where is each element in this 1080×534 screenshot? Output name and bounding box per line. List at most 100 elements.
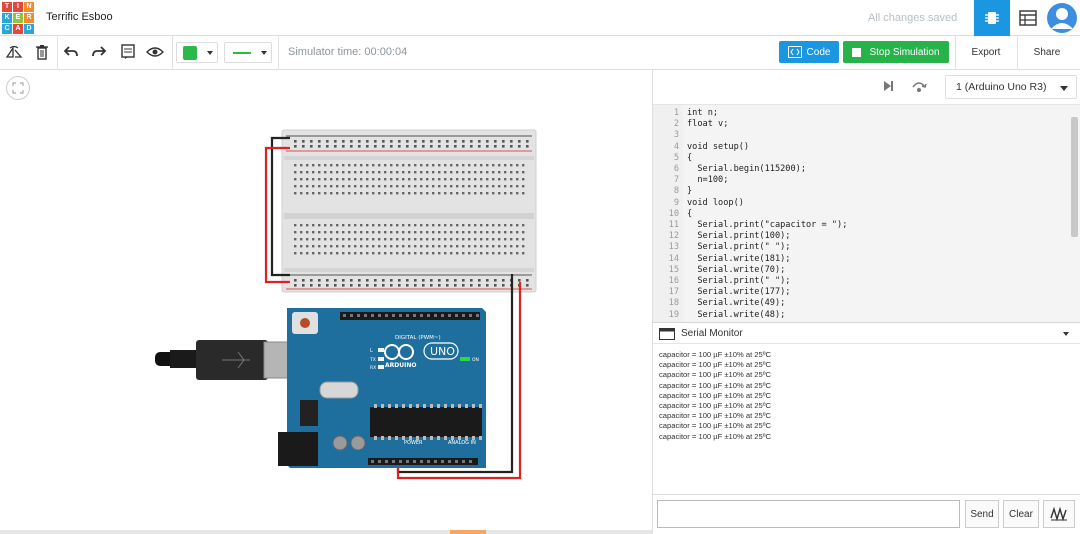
breadboard-hole (306, 171, 309, 174)
breadboard-hole (438, 192, 441, 195)
clear-button[interactable]: Clear (1003, 500, 1039, 528)
breadboard-hole (408, 178, 411, 181)
step-over-button[interactable] (911, 79, 927, 98)
schematic-list-view-button[interactable] (1010, 0, 1046, 36)
breadboard-hole (324, 231, 327, 234)
scrollbar-thumb[interactable] (450, 530, 486, 534)
line-text: int n; (687, 108, 719, 118)
line-number: 6 (673, 164, 679, 174)
breadboard-hole (426, 224, 429, 227)
delete-button[interactable] (33, 43, 51, 61)
breadboard-hole (432, 185, 435, 188)
redo-button[interactable] (90, 43, 108, 61)
rail-hole (478, 140, 481, 143)
breadboard-hole (330, 185, 333, 188)
toggle-notes-visibility-button[interactable] (146, 43, 164, 61)
breadboard-hole (378, 245, 381, 248)
send-button[interactable]: Send (965, 500, 999, 528)
editor-scrollbar[interactable] (1071, 117, 1078, 237)
breadboard-hole (354, 238, 357, 241)
breadboard-hole (360, 224, 363, 227)
chevron-down-icon[interactable] (1063, 332, 1069, 336)
chip-pin (444, 404, 447, 408)
code-line: 12 Serial.print(100); (653, 231, 1063, 242)
breadboard-hole (420, 245, 423, 248)
serial-output-line: capacitor = 100 µF ±10% at 25ºC (659, 390, 771, 400)
graph-toggle-button[interactable] (1043, 500, 1075, 528)
breadboard-hole (396, 164, 399, 167)
rail-hole (494, 279, 497, 282)
color-picker[interactable] (176, 42, 218, 63)
breadboard-hole (516, 231, 519, 234)
chip-pin (472, 404, 475, 408)
rail-hole (478, 284, 481, 287)
breadboard-hole (372, 192, 375, 195)
breadboard-hole (354, 164, 357, 167)
undo-button[interactable] (62, 43, 80, 61)
notes-icon (121, 44, 135, 59)
serial-monitor-header[interactable]: Serial Monitor (653, 322, 1080, 344)
share-button[interactable]: Share (1033, 46, 1061, 58)
device-select[interactable]: 1 (Arduino Uno R3) (945, 75, 1077, 99)
logo-letter: D (24, 24, 34, 34)
breadboard-hole (438, 231, 441, 234)
rail-hole (382, 279, 385, 282)
serial-output-line: capacitor = 100 µF ±10% at 25ºC (659, 350, 771, 359)
breadboard-hole (384, 238, 387, 241)
breadboard-hole (480, 171, 483, 174)
breadboard-hole (480, 231, 483, 234)
code-line: 8} (653, 186, 1063, 197)
breadboard-hole (378, 164, 381, 167)
breadboard-hole (450, 178, 453, 181)
breadboard-hole (342, 238, 345, 241)
rail-hole (310, 145, 313, 148)
waveform-icon (1050, 506, 1067, 522)
breadboard-hole (462, 238, 465, 241)
rail-hole (414, 284, 417, 287)
breadboard-hole (336, 252, 339, 255)
breadboard-hole (492, 164, 495, 167)
breadboard-hole (504, 178, 507, 181)
project-title[interactable]: Terrific Esboo (46, 11, 113, 23)
rail-hole (438, 140, 441, 143)
user-avatar[interactable] (1044, 0, 1080, 36)
step-button[interactable] (881, 79, 895, 98)
breadboard-hole (450, 164, 453, 167)
rail-hole (334, 284, 337, 287)
serial-input[interactable] (657, 500, 960, 528)
export-button[interactable]: Export (971, 46, 1001, 58)
uno-label: UNO (430, 345, 455, 358)
breadboard-hole (330, 224, 333, 227)
stop-simulation-button[interactable]: Stop Simulation (843, 41, 949, 63)
breadboard-hole (348, 252, 351, 255)
header-pin (434, 314, 437, 317)
breadboard[interactable] (281, 129, 537, 293)
rail-hole (326, 145, 329, 148)
rail-hole (526, 284, 529, 287)
breadboard-hole (468, 185, 471, 188)
device-select-value: 1 (Arduino Uno R3) (956, 81, 1047, 93)
notes-button[interactable] (119, 43, 137, 61)
code-line: 7 n=100; (653, 175, 1063, 186)
wire-type-picker[interactable] (224, 42, 272, 63)
rail-hole (422, 140, 425, 143)
breadboard-hole (384, 231, 387, 234)
zoom-to-fit-button[interactable] (6, 76, 30, 100)
circuit-canvas[interactable]: DIGITAL (PWM~) L TX RX ARDUINO UNO ON PO… (0, 70, 652, 530)
rotate-button[interactable] (5, 43, 23, 61)
breadboard-hole (390, 231, 393, 234)
breadboard-hole (354, 185, 357, 188)
canvas-horizontal-scrollbar[interactable] (0, 530, 652, 534)
rail-hole (398, 279, 401, 282)
breadboard-hole (306, 185, 309, 188)
code-button[interactable]: Code (779, 41, 839, 63)
redo-icon (92, 46, 107, 57)
breadboard-hole (294, 252, 297, 255)
breadboard-hole (456, 185, 459, 188)
arduino-uno-board[interactable]: DIGITAL (PWM~) L TX RX ARDUINO UNO ON PO… (278, 308, 486, 468)
breadboard-hole (396, 192, 399, 195)
circuit-view-button[interactable] (974, 0, 1010, 36)
rail-hole (422, 145, 425, 148)
